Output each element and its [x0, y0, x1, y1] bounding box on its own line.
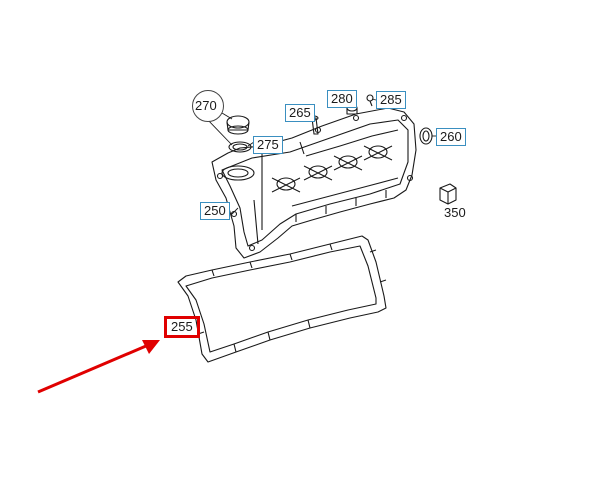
- cap-270: [226, 115, 250, 135]
- filler-neck: [221, 165, 255, 181]
- label-260[interactable]: 260: [436, 128, 466, 146]
- label-250[interactable]: 250: [200, 202, 230, 220]
- seal-ring-275-inner: [232, 143, 248, 151]
- label-255-highlighted[interactable]: 255: [164, 316, 200, 338]
- seal-ring-275: [228, 141, 252, 153]
- gasket-outline: [177, 235, 387, 363]
- magnifier-270: [192, 90, 224, 122]
- gasket-inner-line: [185, 245, 377, 353]
- valve-cover-outline: [211, 107, 417, 259]
- filler-neck-inner: [227, 168, 249, 178]
- bolt-285: [366, 94, 374, 107]
- gasket-tabs: [197, 243, 387, 353]
- seal-260: [419, 127, 433, 145]
- coil-wells: [271, 145, 393, 193]
- label-270[interactable]: 270: [195, 98, 217, 113]
- label-275[interactable]: 275: [253, 136, 283, 154]
- highlight-arrow: [37, 340, 160, 394]
- label-285[interactable]: 285: [376, 91, 406, 109]
- cover-ribs: [253, 129, 399, 245]
- label-350[interactable]: 350: [444, 205, 466, 220]
- cover-bolt-holes: [216, 114, 414, 252]
- label-280[interactable]: 280: [327, 90, 357, 108]
- label-265[interactable]: 265: [285, 104, 315, 122]
- clip-350: [439, 183, 457, 205]
- valve-cover-inner-edge: [221, 119, 409, 247]
